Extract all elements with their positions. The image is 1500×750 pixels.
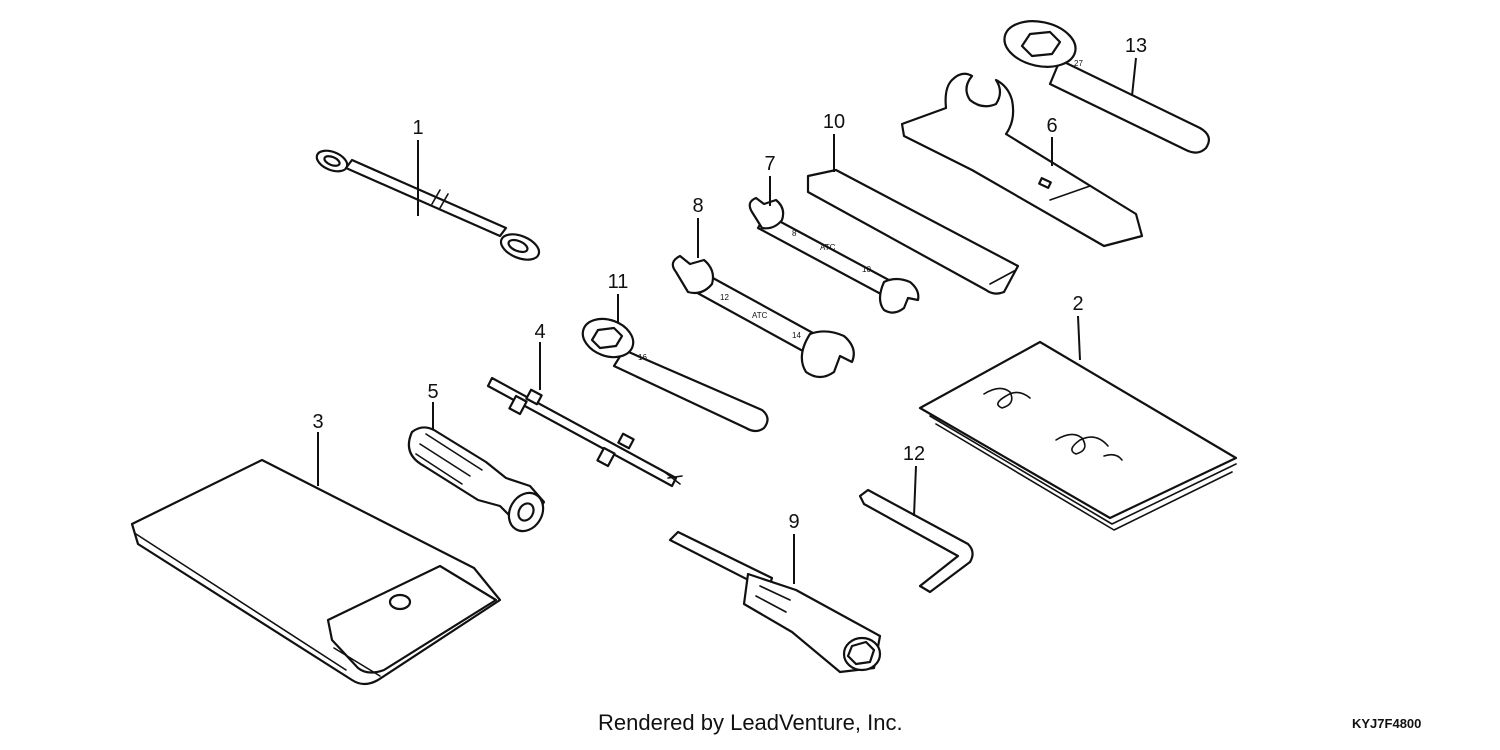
diagram-code: KYJ7F4800 — [1352, 716, 1422, 731]
leader-2 — [1077, 315, 1081, 361]
wrench-8-marking-c: 14 — [792, 331, 801, 340]
callout-2: 2 — [1072, 293, 1083, 315]
leader-lines — [317, 57, 1137, 584]
part-2-manual-envelope[interactable] — [918, 340, 1238, 531]
leader-12 — [913, 465, 917, 517]
callout-8: 8 — [692, 195, 703, 217]
part-8-open-end-wrench[interactable]: 12 ATC 14 — [671, 254, 855, 379]
callout-13: 13 — [1125, 35, 1147, 57]
callout-12: 12 — [903, 443, 925, 465]
part-6-pin-spanner[interactable] — [900, 72, 1144, 248]
callout-9: 9 — [788, 511, 799, 533]
part-7-open-end-wrench[interactable]: 8 ATC 10 — [748, 196, 920, 314]
part-13-ring-wrench[interactable]: 27 — [1000, 15, 1211, 154]
callout-6: 6 — [1046, 115, 1057, 137]
part-5-screwdriver-handle[interactable] — [407, 426, 550, 537]
credit-text: Rendered by LeadVenture, Inc. — [598, 710, 903, 735]
callout-5: 5 — [427, 381, 438, 403]
wrench-8-marking-a: 12 — [720, 293, 729, 302]
part-1-tool[interactable] — [314, 147, 543, 265]
wrench-7-marking-b: ATC — [820, 243, 836, 252]
callout-10: 10 — [823, 111, 845, 133]
part-10-extension-bar[interactable] — [806, 168, 1020, 295]
part-11-ring-wrench[interactable]: 16 — [577, 312, 769, 433]
part-12-hex-key[interactable] — [858, 488, 974, 594]
ring-wrench-11-marking: 16 — [638, 353, 647, 362]
ring-wrench-13-marking: 27 — [1074, 59, 1083, 68]
part-9-plug-wrench[interactable] — [668, 530, 882, 674]
callout-7: 7 — [764, 153, 775, 175]
callout-1: 1 — [412, 117, 423, 139]
leader-13 — [1131, 57, 1137, 97]
wrench-7-marking-a: 8 — [792, 229, 797, 238]
wrench-7-marking-c: 10 — [862, 265, 871, 274]
wrench-8-marking-b: ATC — [752, 311, 768, 320]
callout-4: 4 — [534, 321, 545, 343]
part-4-screwdriver-shaft[interactable] — [486, 376, 683, 488]
callout-3: 3 — [312, 411, 323, 433]
callout-11: 11 — [608, 271, 629, 293]
part-3-tool-bag[interactable] — [130, 458, 502, 686]
callouts: 1 2 3 4 5 6 7 8 9 10 11 12 13 — [312, 35, 1147, 533]
